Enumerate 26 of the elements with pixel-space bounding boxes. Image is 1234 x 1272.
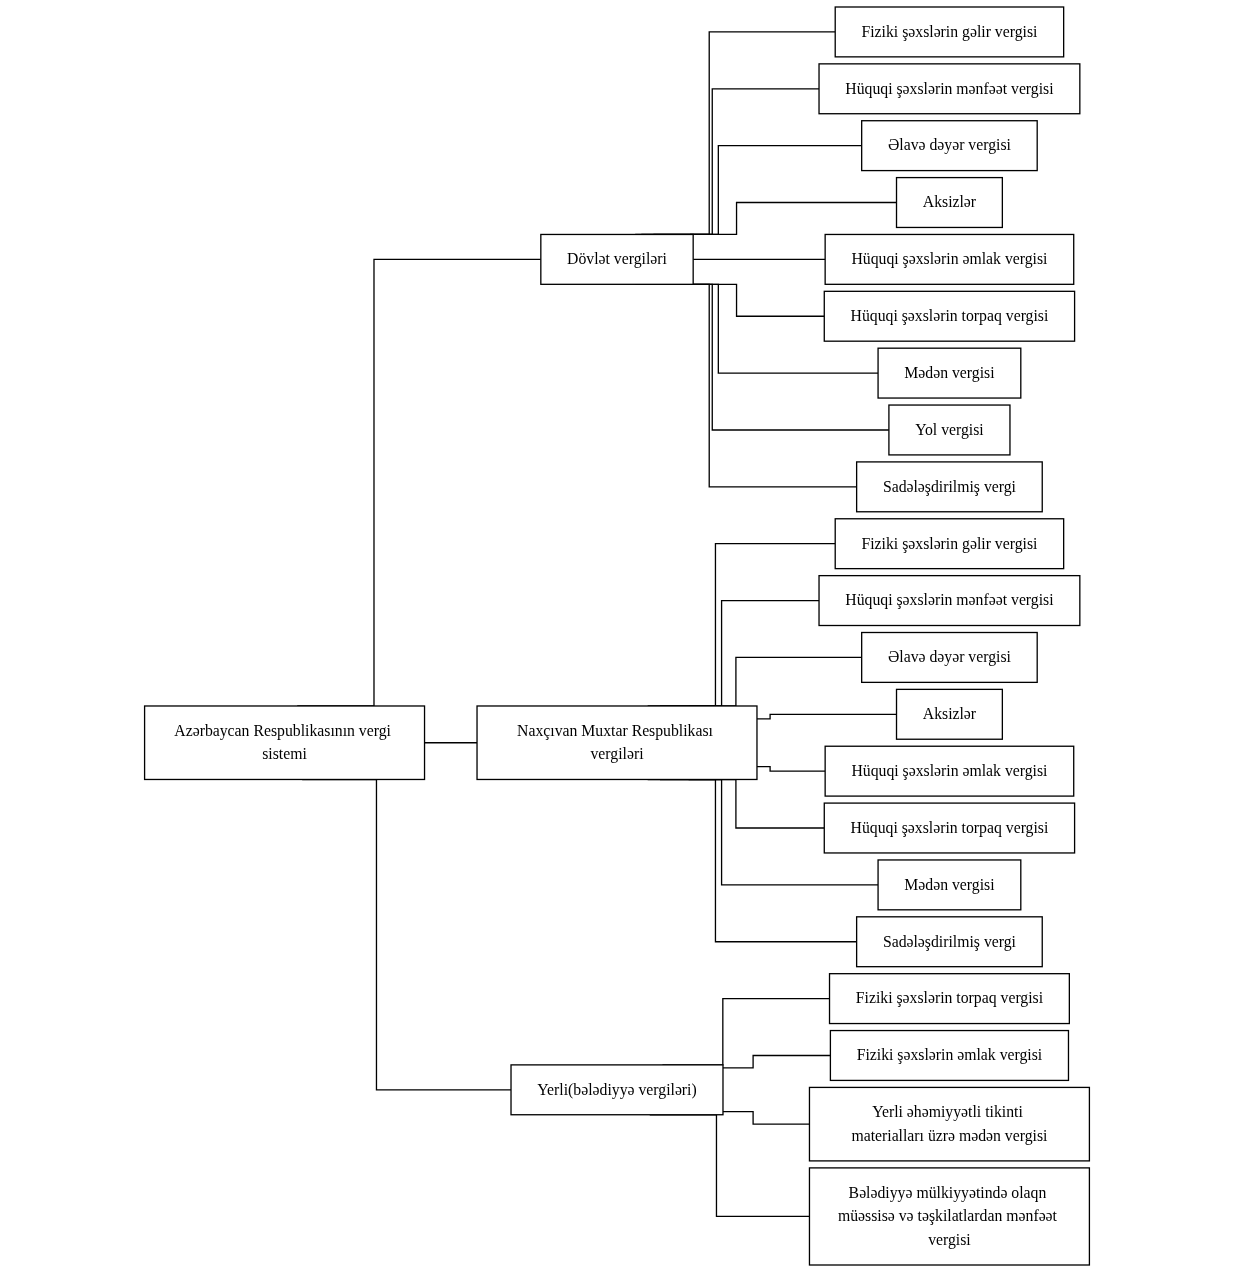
node-box: Fiziki şəxslərin gəlir vergisi [834, 518, 1065, 570]
node-box: Hüquqi şəxslərin əmlak vergisi [824, 745, 1075, 797]
node-box: Bələdiyyə mülkiyyətində olaqn müəssisə və təşkilatlardan mənfəət vergisi [808, 1167, 1091, 1266]
node-box: Hüquqi şəxslərin torpaq vergisi [823, 290, 1076, 342]
node-box: Naxçıvan Muxtar Respublikası vergiləri [476, 705, 758, 781]
node-box: Hüquqi şəxslərin əmlak vergisi [824, 233, 1075, 285]
node-box: Fiziki şəxslərin gəlir vergisi [834, 6, 1065, 58]
node-box: Yol vergisi [888, 404, 1011, 456]
node-box: Yerli əhəmiyyətli tikinti materialları üzrə mədən vergisi [808, 1086, 1091, 1162]
node-box: Aksizlər [895, 688, 1003, 740]
node-box: Hüquqi şəxslərin mənfəət vergisi [818, 575, 1081, 627]
node-box: Mədən vergisi [877, 347, 1022, 399]
node-box: Hüquqi şəxslərin mənfəət vergisi [818, 63, 1081, 115]
node-box: Fiziki şəxslərin əmlak vergisi [829, 1029, 1070, 1082]
node-box: Aksizlər [895, 176, 1003, 229]
node-box: Sadələşdirilmiş vergi [855, 916, 1043, 968]
node-box: Əlavə dəyər vergisi [861, 631, 1038, 684]
node-box: Əlavə dəyər vergisi [861, 120, 1038, 172]
node-box: Sadələşdirilmiş vergi [855, 461, 1043, 513]
connector [756, 766, 826, 772]
node-box: Hüquqi şəxslərin torpaq vergisi [823, 802, 1076, 854]
node-box: Fiziki şəxslərin torpaq vergisi [828, 973, 1070, 1025]
node-box: Mədən vergisi [877, 859, 1022, 911]
node-box: Dövlət vergiləri [540, 233, 694, 285]
node-box: Yerli(bələdiyyə vergiləri) [510, 1064, 724, 1116]
node-box: Azərbaycan Respublikasının vergi sistemi [143, 705, 426, 781]
